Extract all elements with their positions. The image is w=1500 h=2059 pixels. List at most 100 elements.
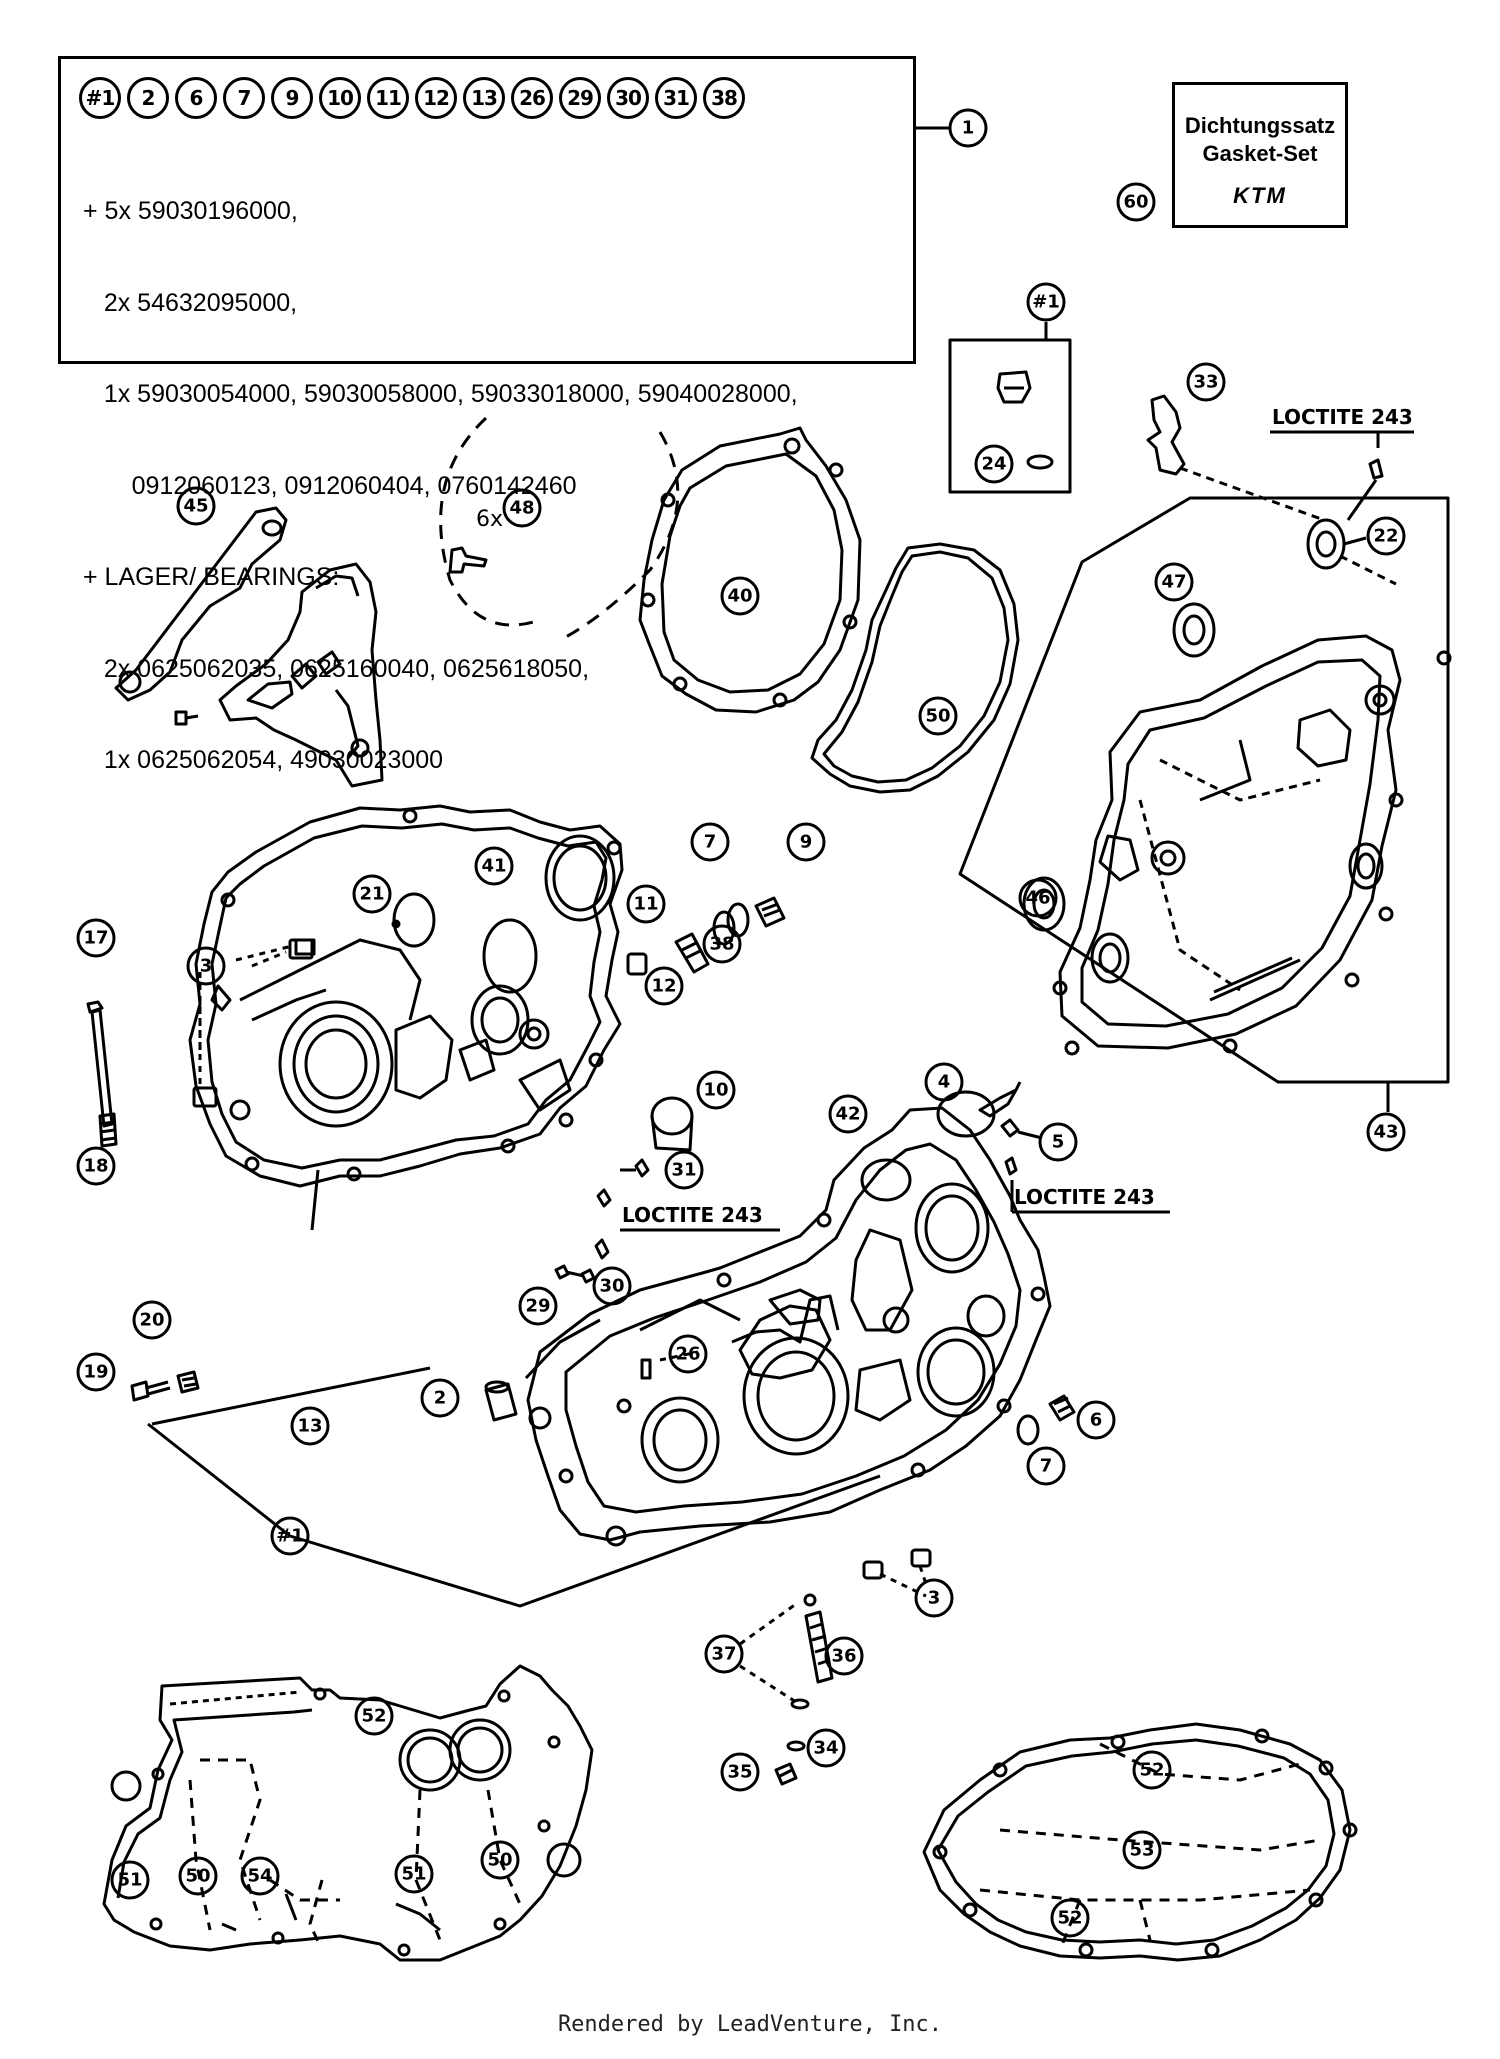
callout-33: 33 [1193,372,1218,393]
callout-22: 22 [1373,526,1398,547]
callout-48: 50 [925,706,950,727]
diagram-line [1014,1081,1022,1091]
diagram-line [731,1294,840,1344]
diagram-line [596,1188,612,1208]
washer-7b [1016,1414,1040,1446]
diagram-line [110,1770,142,1802]
kit-part-numbers: + 5x 59030196000, 2x 54632095000, 1x 590… [83,135,798,837]
diagram-line [310,1169,320,1231]
diagram-line [1076,1400,1116,1440]
diagram-line [918,696,958,736]
callout-31: 31 [671,1160,696,1181]
diagram-line [1222,1038,1238,1054]
diagram-line [185,714,199,720]
diagram-line [290,1406,330,1446]
diagram-line [486,1789,522,1905]
diagram-line [1315,530,1337,558]
diagram-line [220,892,236,908]
diagram-line [188,1779,212,1931]
diagram-line [502,488,542,528]
dowel-10 [650,1096,694,1136]
diagram-line [1132,1750,1172,1790]
callout-34: 34 [813,1738,838,1759]
diagram-line [524,1318,601,1380]
diagram-line [482,918,538,994]
dowel-pin [288,938,314,960]
diagram-line [1204,1942,1220,1958]
diagram-line [174,710,188,726]
diagram-line [480,996,520,1044]
diagram-line [526,1026,542,1042]
diagram-line [1364,684,1396,716]
diagram-line [497,1689,511,1703]
callout-51a: 51 [117,1870,142,1891]
diagram-line [616,1398,632,1414]
diagram-line [966,1294,1006,1338]
callout-54: 54 [247,1866,272,1887]
diagram-line [1058,1899,1082,1951]
diagram-line [763,908,781,918]
kit-part: 13 [463,77,505,119]
diagram-line [544,834,616,922]
diagram-line [528,1406,552,1430]
kit-line: + 5x 59030196000, [83,197,298,225]
diagram-line [261,519,283,537]
cover-screw-47 [448,546,488,574]
diagram-line [1064,1040,1080,1056]
diagram-line [696,1070,736,1110]
cover-gasket-48 [810,542,1020,794]
diagram-line [86,1000,104,1014]
diagram-line [493,1917,507,1931]
diagram-line [147,1422,881,1608]
diagram-line [948,108,988,148]
diagram-line [1182,614,1206,646]
diagram-line [554,1264,570,1280]
oil-seal-22 [1306,518,1346,570]
spring-18 [98,1112,118,1148]
plug-9 [754,896,786,928]
loctite-label-top: LOCTITE 243 [1272,405,1413,429]
diagram-line [914,1578,954,1618]
diagram-line [1436,650,1452,666]
diagram-line [1116,182,1156,222]
loctite-label-right: LOCTITE 243 [1014,1185,1155,1209]
diagram-line [304,1028,368,1100]
diagram-line [558,1468,574,1484]
diagram-line [639,1298,741,1332]
callout-21: 21 [359,884,384,905]
brand-logo: KTM [1233,183,1287,208]
clip-4 [978,1088,1018,1118]
diagram-line [76,918,116,958]
bracket-44 [114,506,288,702]
diagram-line [704,1634,744,1674]
gasket-set-box: Dichtungssatz Gasket-Set KTM [1172,82,1348,228]
diagram-line [1078,1942,1094,1958]
diagram-line [354,1696,394,1736]
diagram-line [1318,1760,1334,1776]
callout-13: 13 [297,1416,322,1437]
callout-37: 37 [711,1644,736,1665]
diagram-line [99,1120,115,1126]
diagram-line [685,948,703,960]
diagram-line [640,592,656,608]
diagram-line [932,1844,948,1860]
diagram-line [76,1352,116,1392]
diagram-line [1080,658,1382,1028]
diagram-line [1018,878,1058,918]
diagram-line [397,1943,411,1957]
diagram-line [1343,536,1367,546]
screw-6 [1048,1394,1076,1422]
diagram-line [999,1828,1321,1852]
diagram-line [1138,1899,1152,1941]
diagram-line [395,1902,441,1932]
diagram-line [910,1462,926,1478]
diagram-line [518,1018,550,1050]
diagram-line [1366,1112,1406,1152]
diagram-line [246,680,294,710]
callout-17: 17 [83,928,108,949]
callout-50a: 50 [185,1866,210,1887]
callout-kit-1: #1 [276,1526,304,1547]
diagram-line [559,431,680,642]
diagram-line [1186,362,1226,402]
